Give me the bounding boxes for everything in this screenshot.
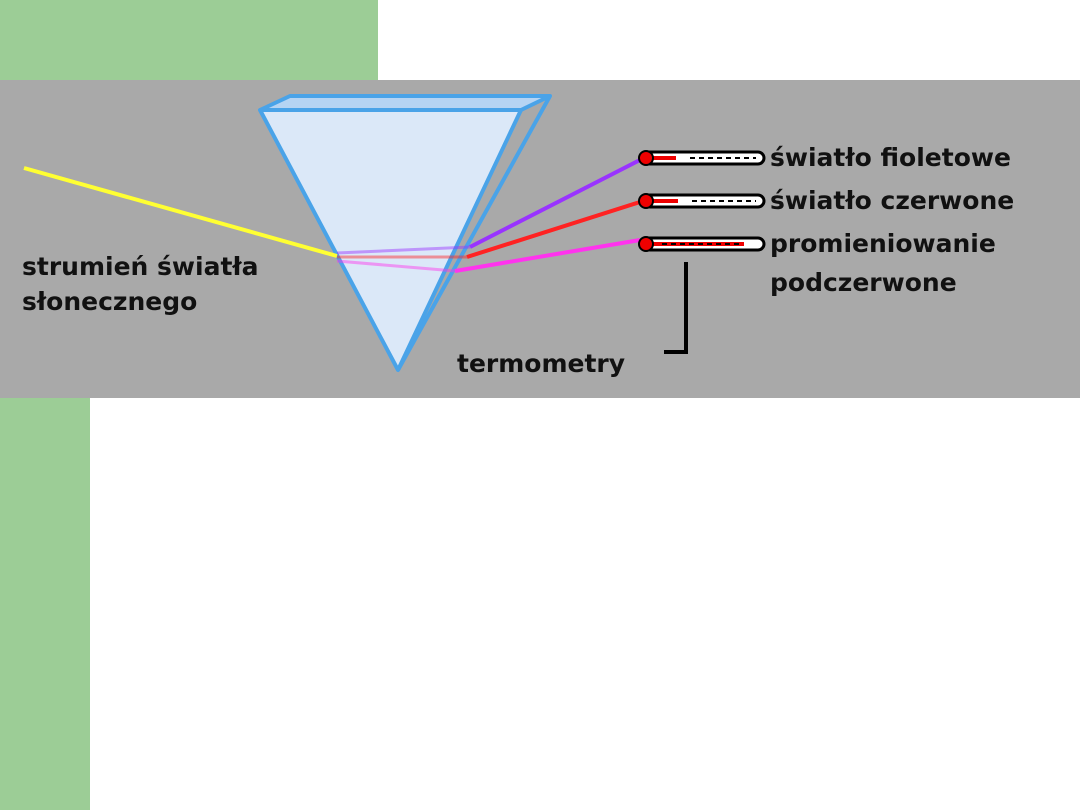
prism-front-edge — [258, 108, 523, 372]
internal-infrared-ray — [336, 259, 456, 273]
thermometers-bracket — [664, 262, 688, 354]
decor-green-left — [0, 398, 90, 810]
decor-green-top — [0, 0, 378, 80]
prism-edge-outline — [259, 94, 552, 371]
thermometer-violet — [638, 150, 766, 166]
thermometer-bulb — [638, 236, 654, 252]
red-light-label: światło czerwone — [770, 186, 1014, 215]
violet-light-label: światło fioletowe — [770, 143, 1011, 172]
sunlight-beam — [23, 166, 338, 258]
thermometer-red — [638, 193, 766, 209]
violet-ray — [469, 158, 641, 249]
infrared-label-line1: promieniowanie — [770, 229, 996, 258]
prism-front-face — [260, 110, 521, 370]
red-ray — [466, 200, 641, 259]
thermometers-label: termometry — [457, 349, 625, 378]
infrared-label-line2: podczerwone — [770, 268, 957, 297]
internal-violet-ray — [336, 245, 471, 255]
prism-back-edge — [520, 94, 551, 112]
internal-rays — [336, 245, 471, 273]
infrared-ray — [454, 238, 641, 273]
thermometer-infrared — [638, 236, 766, 252]
prism-icon — [258, 94, 552, 372]
thermometer-bulb — [638, 150, 654, 166]
thermometer-bulb — [638, 193, 654, 209]
sunlight-label-line2: słonecznego — [22, 287, 197, 316]
sunlight-label-line1: strumień światła — [22, 252, 259, 281]
diagram-panel — [0, 80, 1080, 398]
